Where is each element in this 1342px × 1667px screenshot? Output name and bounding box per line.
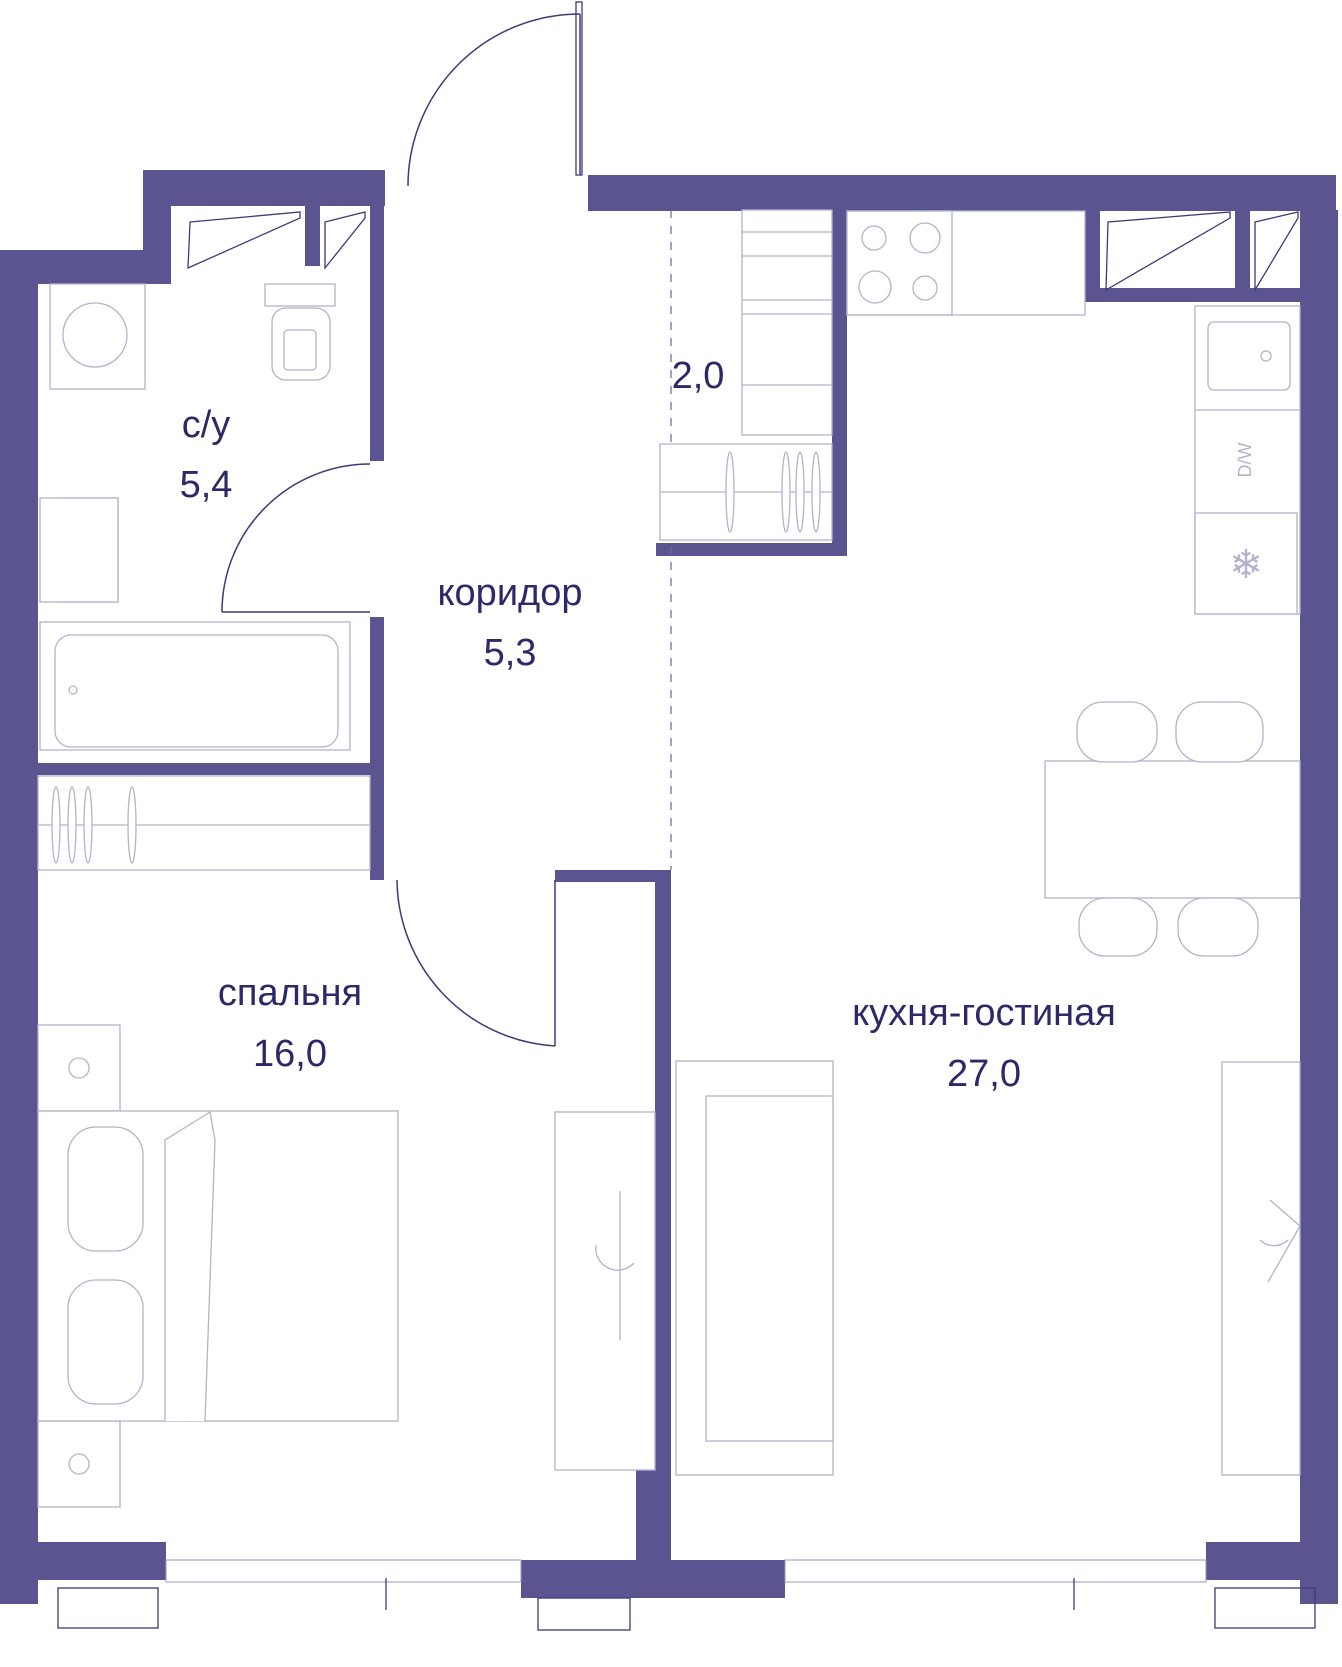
closet-fixtures	[659, 209, 833, 541]
closet-hanger-3	[795, 451, 805, 533]
hanger-3	[83, 786, 93, 864]
kitchen-name: кухня-гостиная	[852, 992, 1116, 1034]
bedroom-fixtures	[37, 1024, 656, 1508]
closet-area: 2,0	[672, 355, 725, 397]
washing-machine-drum-icon	[62, 302, 128, 368]
bathroom-name: с/у	[182, 404, 231, 446]
windows	[57, 211, 1316, 1631]
window-bath-2	[324, 211, 366, 270]
tv-kitchen-icon	[1259, 1199, 1301, 1283]
closet-hanger-2	[781, 451, 791, 533]
bed-blanket-fold	[164, 1110, 216, 1422]
corridor-area: 5,3	[484, 632, 537, 674]
wall-bath-wardrobe	[38, 763, 370, 775]
lamp-top-icon	[68, 1057, 90, 1079]
window-kitchen-2	[1254, 211, 1299, 293]
entrance-door-swing[interactable]	[407, 13, 581, 187]
dining-table	[1044, 760, 1301, 899]
wall-kitchen-window-sill	[1085, 288, 1301, 302]
chair-bottom-1	[1078, 897, 1158, 957]
chair-top-1	[1076, 701, 1158, 763]
wall-top-left-ledge	[0, 250, 171, 284]
wardrobe-bedroom	[37, 775, 371, 871]
closet-shelf-unit	[741, 209, 833, 436]
closet-hanger-1	[725, 451, 735, 533]
wall-top-left-bump	[143, 170, 385, 206]
burner-1-icon	[861, 225, 887, 251]
chair-top-2	[1175, 701, 1264, 763]
room-labels: с/у 5,4 коридор 5,3 2,0 спальня 16,0 кух…	[180, 355, 1116, 1095]
kitchen-fixtures: D/W ❄	[675, 210, 1301, 1476]
balcony-rail-left	[57, 1587, 159, 1629]
hanger-4	[127, 786, 137, 864]
hanger-1	[51, 786, 61, 864]
bedroom-name: спальня	[218, 972, 362, 1014]
wall-closet-bottom	[656, 543, 847, 556]
wall-right	[1300, 210, 1338, 1604]
wall-window-mullion-1	[305, 206, 320, 266]
wall-closet-right	[832, 206, 847, 556]
toilet-seat	[283, 329, 317, 371]
faucet	[1260, 350, 1272, 362]
bathroom-vanity	[39, 497, 119, 603]
chair-bottom-2	[1177, 897, 1259, 957]
kitchen-sink-icon	[1207, 321, 1291, 391]
entrance-door-frame	[575, 1, 583, 176]
wall-bath-vertical	[370, 206, 384, 461]
tv-stand-bedroom	[554, 1111, 656, 1471]
window-kitchen-1	[1105, 211, 1231, 292]
wall-top-left-step	[143, 170, 171, 258]
balcony-rail-right	[1214, 1587, 1316, 1629]
wall-bottom-center	[521, 1560, 785, 1598]
snowflake-icon: ❄	[1229, 543, 1263, 587]
bedroom-area: 16,0	[253, 1033, 327, 1075]
doors[interactable]	[221, 1, 583, 1047]
bedroom-wardrobe	[37, 775, 371, 871]
kitchen-area: 27,0	[947, 1053, 1021, 1095]
wall-bottom-left-foot	[38, 1542, 166, 1580]
bathroom-fixtures	[39, 283, 351, 751]
wall-kitchen-window-left	[1085, 206, 1100, 302]
wall-bottom-right	[1206, 1542, 1338, 1580]
bathroom-area: 5,4	[180, 464, 233, 506]
bedroom-door-swing[interactable]	[396, 879, 556, 1047]
bathtub-icon	[54, 634, 339, 748]
tv-bedroom-icon	[595, 1191, 635, 1340]
burner-4-icon	[912, 275, 938, 301]
stove	[846, 210, 953, 316]
sofa-back	[705, 1095, 834, 1442]
walls	[0, 170, 1338, 1604]
pillow-2	[67, 1279, 144, 1405]
wall-kitchen-window-mullion	[1235, 206, 1250, 302]
burner-2-icon	[909, 222, 941, 254]
lamp-bottom-icon	[68, 1453, 90, 1475]
corridor-name: коридор	[438, 572, 583, 614]
window-bath-1	[187, 211, 301, 270]
wall-top-right	[588, 175, 1300, 211]
bath-door-swing[interactable]	[221, 463, 371, 613]
fridge	[1194, 512, 1298, 615]
wall-left	[0, 284, 38, 1604]
closet-hanger-4	[811, 451, 821, 533]
hanger-2	[67, 786, 77, 864]
wall-bath-corridor-lower	[370, 617, 384, 880]
wall-bedroom-top-stub	[555, 870, 671, 882]
burner-3-icon	[858, 270, 892, 304]
window-bottom-left	[165, 1559, 522, 1583]
pillow-1	[67, 1126, 144, 1252]
bathtub-drain	[68, 685, 78, 695]
window-bottom-right	[784, 1559, 1207, 1583]
toilet-tank	[264, 283, 336, 307]
tv-stand-kitchen	[1221, 1061, 1301, 1476]
balcony-rail-center	[537, 1597, 631, 1631]
dishwasher-label: D/W	[1235, 443, 1255, 478]
